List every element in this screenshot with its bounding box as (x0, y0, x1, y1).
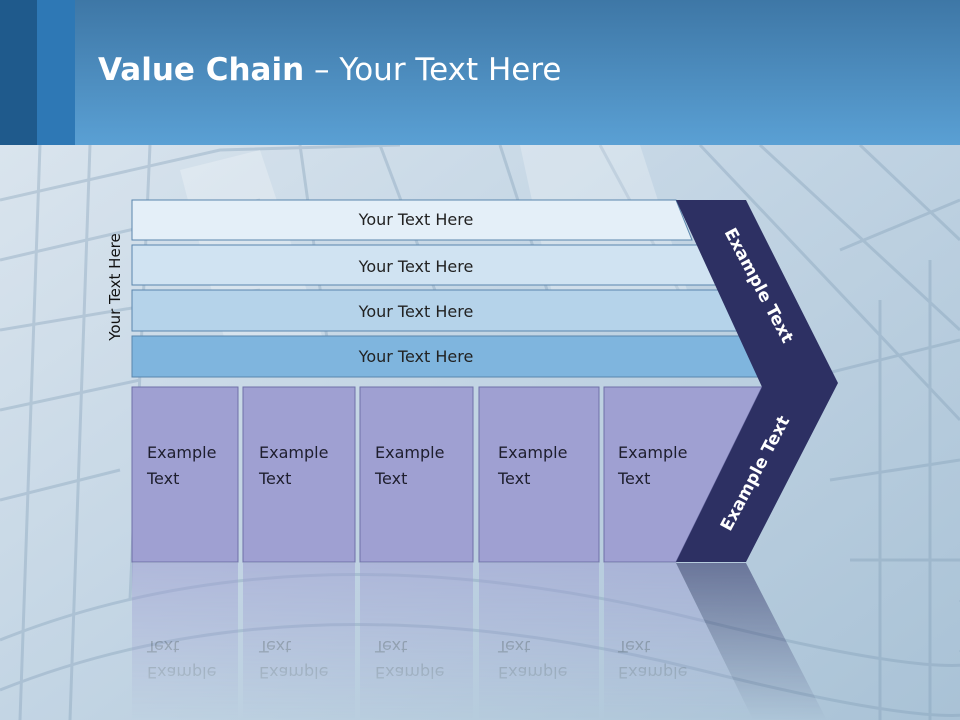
primary-box: Example Text (359, 386, 474, 563)
primary-box: Example Text (242, 386, 356, 563)
support-row-shape (131, 199, 693, 241)
primary-box: Example Text (603, 386, 763, 563)
primary-activities: Example Text Example Text Example Text E… (131, 386, 763, 563)
support-row: Your Text Here (131, 289, 741, 332)
reflection-box-shape (243, 563, 355, 720)
primary-box-line1: Example (147, 443, 216, 462)
support-activities: Your Text Here Your Text Here Your Text … (131, 199, 763, 378)
diagram-reflection: Example Text Example Text Example Text E… (132, 563, 827, 720)
primary-box-shape (131, 386, 239, 563)
primary-box-line1: Example (259, 443, 328, 462)
primary-box-line2: Text (617, 469, 650, 488)
support-row-label: Your Text Here (358, 347, 474, 366)
reflection-line2: Text (258, 637, 291, 656)
reflection-line1: Example (259, 663, 328, 682)
title-rest: – Your Text Here (304, 52, 562, 88)
support-row-label: Your Text Here (358, 302, 474, 321)
reflection-line2: Text (497, 637, 530, 656)
primary-box-shape (359, 386, 474, 563)
reflection-chevron-shape (676, 563, 827, 720)
reflection-box-shape (360, 563, 473, 720)
primary-box-shape (242, 386, 356, 563)
support-row: Your Text Here (131, 199, 693, 241)
support-row: Your Text Here (131, 335, 763, 378)
primary-box-line2: Text (258, 469, 291, 488)
margin-chevron-shape (676, 200, 838, 562)
support-row-label: Your Text Here (358, 210, 474, 229)
primary-box-line1: Example (375, 443, 444, 462)
primary-box-shape (478, 386, 600, 563)
primary-box-line2: Text (146, 469, 179, 488)
primary-box: Example Text (478, 386, 600, 563)
primary-box: Example Text (131, 386, 239, 563)
reflection-box-shape (479, 563, 599, 720)
support-row-label: Your Text Here (358, 257, 474, 276)
primary-box-line1: Example (618, 443, 687, 462)
support-row: Your Text Here (131, 244, 717, 286)
reflection-line1: Example (147, 663, 216, 682)
reflection-box-shape (604, 563, 754, 720)
reflection-line1: Example (375, 663, 444, 682)
primary-box-line2: Text (374, 469, 407, 488)
primary-box-line1: Example (498, 443, 567, 462)
slide-title: Value Chain – Your Text Here (98, 52, 561, 88)
reflection-line2: Text (374, 637, 407, 656)
reflection-line1: Example (498, 663, 567, 682)
reflection-box-shape (132, 563, 238, 720)
reflection-line2: Text (617, 637, 650, 656)
title-bold: Value Chain (98, 52, 305, 88)
reflection-line1: Example (618, 663, 687, 682)
primary-box-line2: Text (497, 469, 530, 488)
reflection-line2: Text (146, 637, 179, 656)
